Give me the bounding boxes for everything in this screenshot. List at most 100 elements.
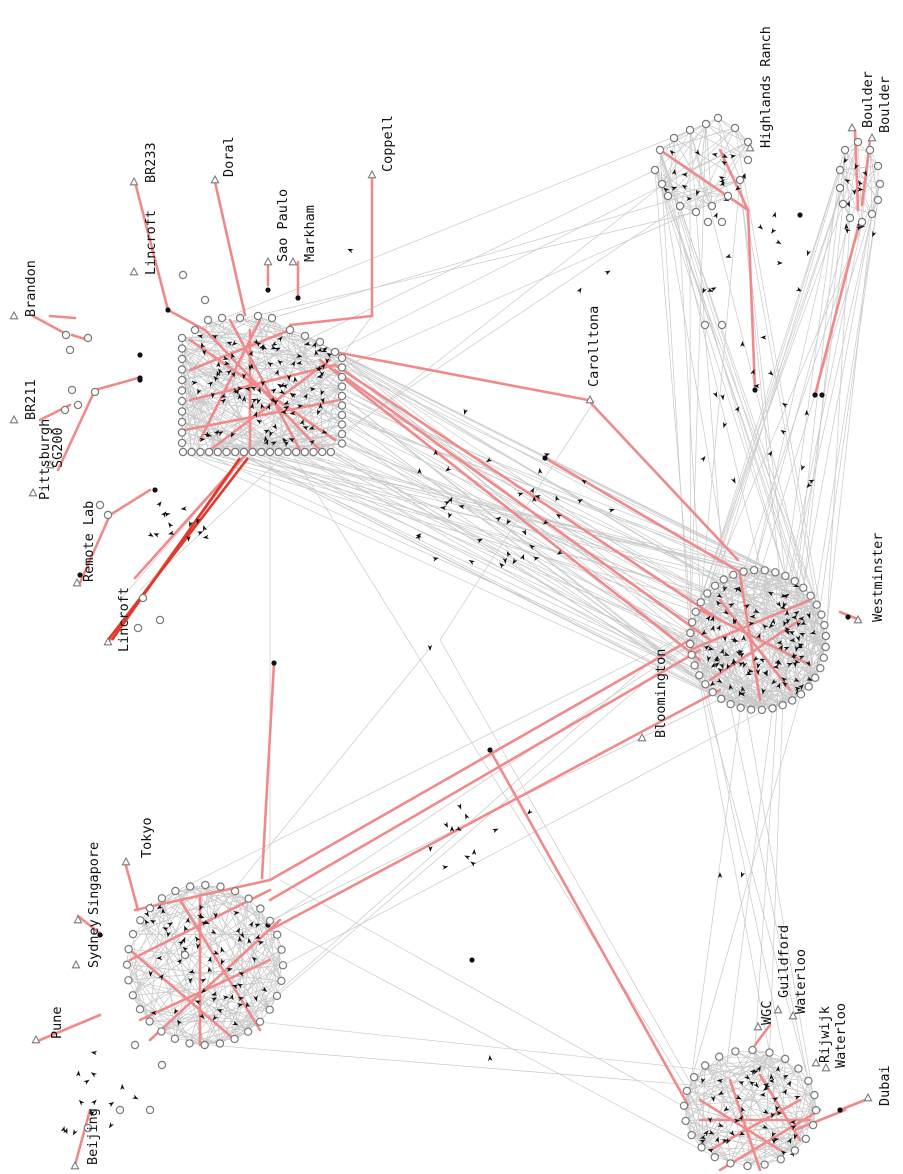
intra-edge-bo — [861, 149, 871, 223]
arrow-marker — [794, 645, 800, 653]
highlighted-edge — [77, 513, 112, 587]
arrow-marker — [781, 1089, 788, 1096]
arrow-marker — [168, 522, 174, 529]
arrow-marker — [797, 643, 805, 648]
intra-edge-na — [181, 367, 343, 370]
arrow-marker — [196, 943, 201, 950]
arrow-marker — [775, 600, 781, 608]
arrow-marker — [555, 513, 563, 519]
site-endpoint-triangle — [867, 132, 877, 142]
intra-edge-eu — [685, 1120, 731, 1164]
arrow-marker — [248, 364, 253, 371]
arrow-marker — [60, 1126, 66, 1133]
arrow-marker — [757, 223, 764, 230]
router-node-bo — [838, 199, 848, 209]
arrow-marker — [223, 360, 231, 366]
arrow-marker — [202, 534, 210, 539]
spoke-node — [83, 1123, 93, 1133]
intra-edge-na — [181, 337, 343, 368]
site-endpoint-triangle — [821, 1062, 831, 1072]
spoke-node — [130, 1040, 140, 1050]
arrow-marker — [788, 631, 796, 636]
site-endpoint-triangle — [121, 856, 131, 866]
arrow-marker — [443, 501, 450, 506]
intra-edge-eu — [693, 1077, 702, 1148]
router-node-na — [190, 325, 200, 335]
node-layer — [9, 113, 885, 1171]
intra-edge-asia — [149, 908, 206, 1046]
intra-edge-den — [723, 579, 773, 709]
arrow-marker — [708, 1129, 715, 1135]
arrow-marker — [308, 439, 315, 446]
intra-edge-eu — [691, 1068, 799, 1136]
arrow-marker — [762, 624, 769, 630]
arrow-marker — [730, 477, 736, 484]
inter-edge-na-den — [209, 451, 708, 594]
router-node-na — [222, 447, 231, 457]
arrow-marker — [755, 668, 761, 676]
relay-dot — [152, 487, 158, 493]
router-node-asia — [277, 945, 286, 954]
arrow-marker — [716, 677, 723, 684]
arrow-marker — [499, 562, 506, 569]
arrow-marker — [239, 931, 245, 939]
router-node-eu — [710, 1152, 720, 1162]
relay-dot — [165, 307, 171, 313]
router-node-den — [820, 620, 829, 630]
intra-edge-eu — [693, 1051, 736, 1078]
arrow-marker — [783, 593, 790, 599]
arrow-marker — [703, 645, 710, 651]
arrow-marker — [844, 228, 851, 234]
router-node-eu — [808, 1120, 818, 1130]
site-endpoint-triangle — [753, 1021, 763, 1031]
arrow-marker — [176, 958, 183, 965]
arrow-marker — [854, 163, 860, 170]
arrow-marker — [347, 248, 354, 254]
arrow-marker — [775, 1105, 780, 1112]
intra-edge-asia — [161, 1031, 221, 1044]
router-node-eu — [715, 1052, 724, 1061]
arrow-marker — [759, 1092, 766, 1097]
arrow-marker — [756, 632, 761, 640]
router-node-na — [177, 375, 187, 385]
relay-dot — [845, 614, 851, 620]
arrow-marker — [771, 1138, 776, 1145]
arrow-marker — [309, 387, 316, 392]
arrow-marker — [220, 393, 227, 398]
intra-edge-eu — [784, 1058, 815, 1096]
arrow-marker — [184, 925, 189, 932]
router-node-den — [726, 699, 735, 709]
intra-edge-hr — [659, 149, 669, 197]
arrow-marker — [734, 406, 740, 413]
arrow-marker — [250, 386, 257, 392]
inter-edge-na-den — [235, 451, 722, 700]
router-node-bo — [835, 165, 845, 175]
arrow-marker — [725, 253, 732, 258]
inter-edge-den-hr — [689, 129, 725, 580]
arrow-marker — [280, 409, 287, 415]
router-node-eu — [776, 1155, 786, 1164]
arrow-marker — [153, 533, 160, 538]
router-node-na — [267, 313, 277, 323]
router-node-den — [685, 639, 695, 649]
router-node-asia — [170, 1034, 180, 1044]
arrow-marker — [277, 359, 284, 366]
inter-edge-na-hr — [194, 123, 707, 331]
arrow-marker — [711, 152, 718, 158]
arrow-marker — [806, 612, 811, 619]
router-node-asia — [157, 1027, 166, 1036]
relay-dot — [752, 387, 758, 393]
arrow-marker — [302, 393, 308, 400]
arrow-marker — [317, 408, 322, 416]
arrow-marker — [274, 369, 279, 376]
arrow-marker — [771, 211, 777, 219]
arrow-marker — [213, 375, 220, 382]
router-node-bo — [873, 161, 883, 171]
router-node-hr — [735, 175, 745, 185]
highlighted-edge — [746, 208, 757, 392]
router-node-bo — [840, 145, 850, 155]
router-node-hr — [657, 179, 667, 189]
arrow-marker — [237, 983, 244, 989]
intra-edge-eu — [683, 1058, 786, 1107]
intra-edge-eu — [764, 1138, 807, 1165]
